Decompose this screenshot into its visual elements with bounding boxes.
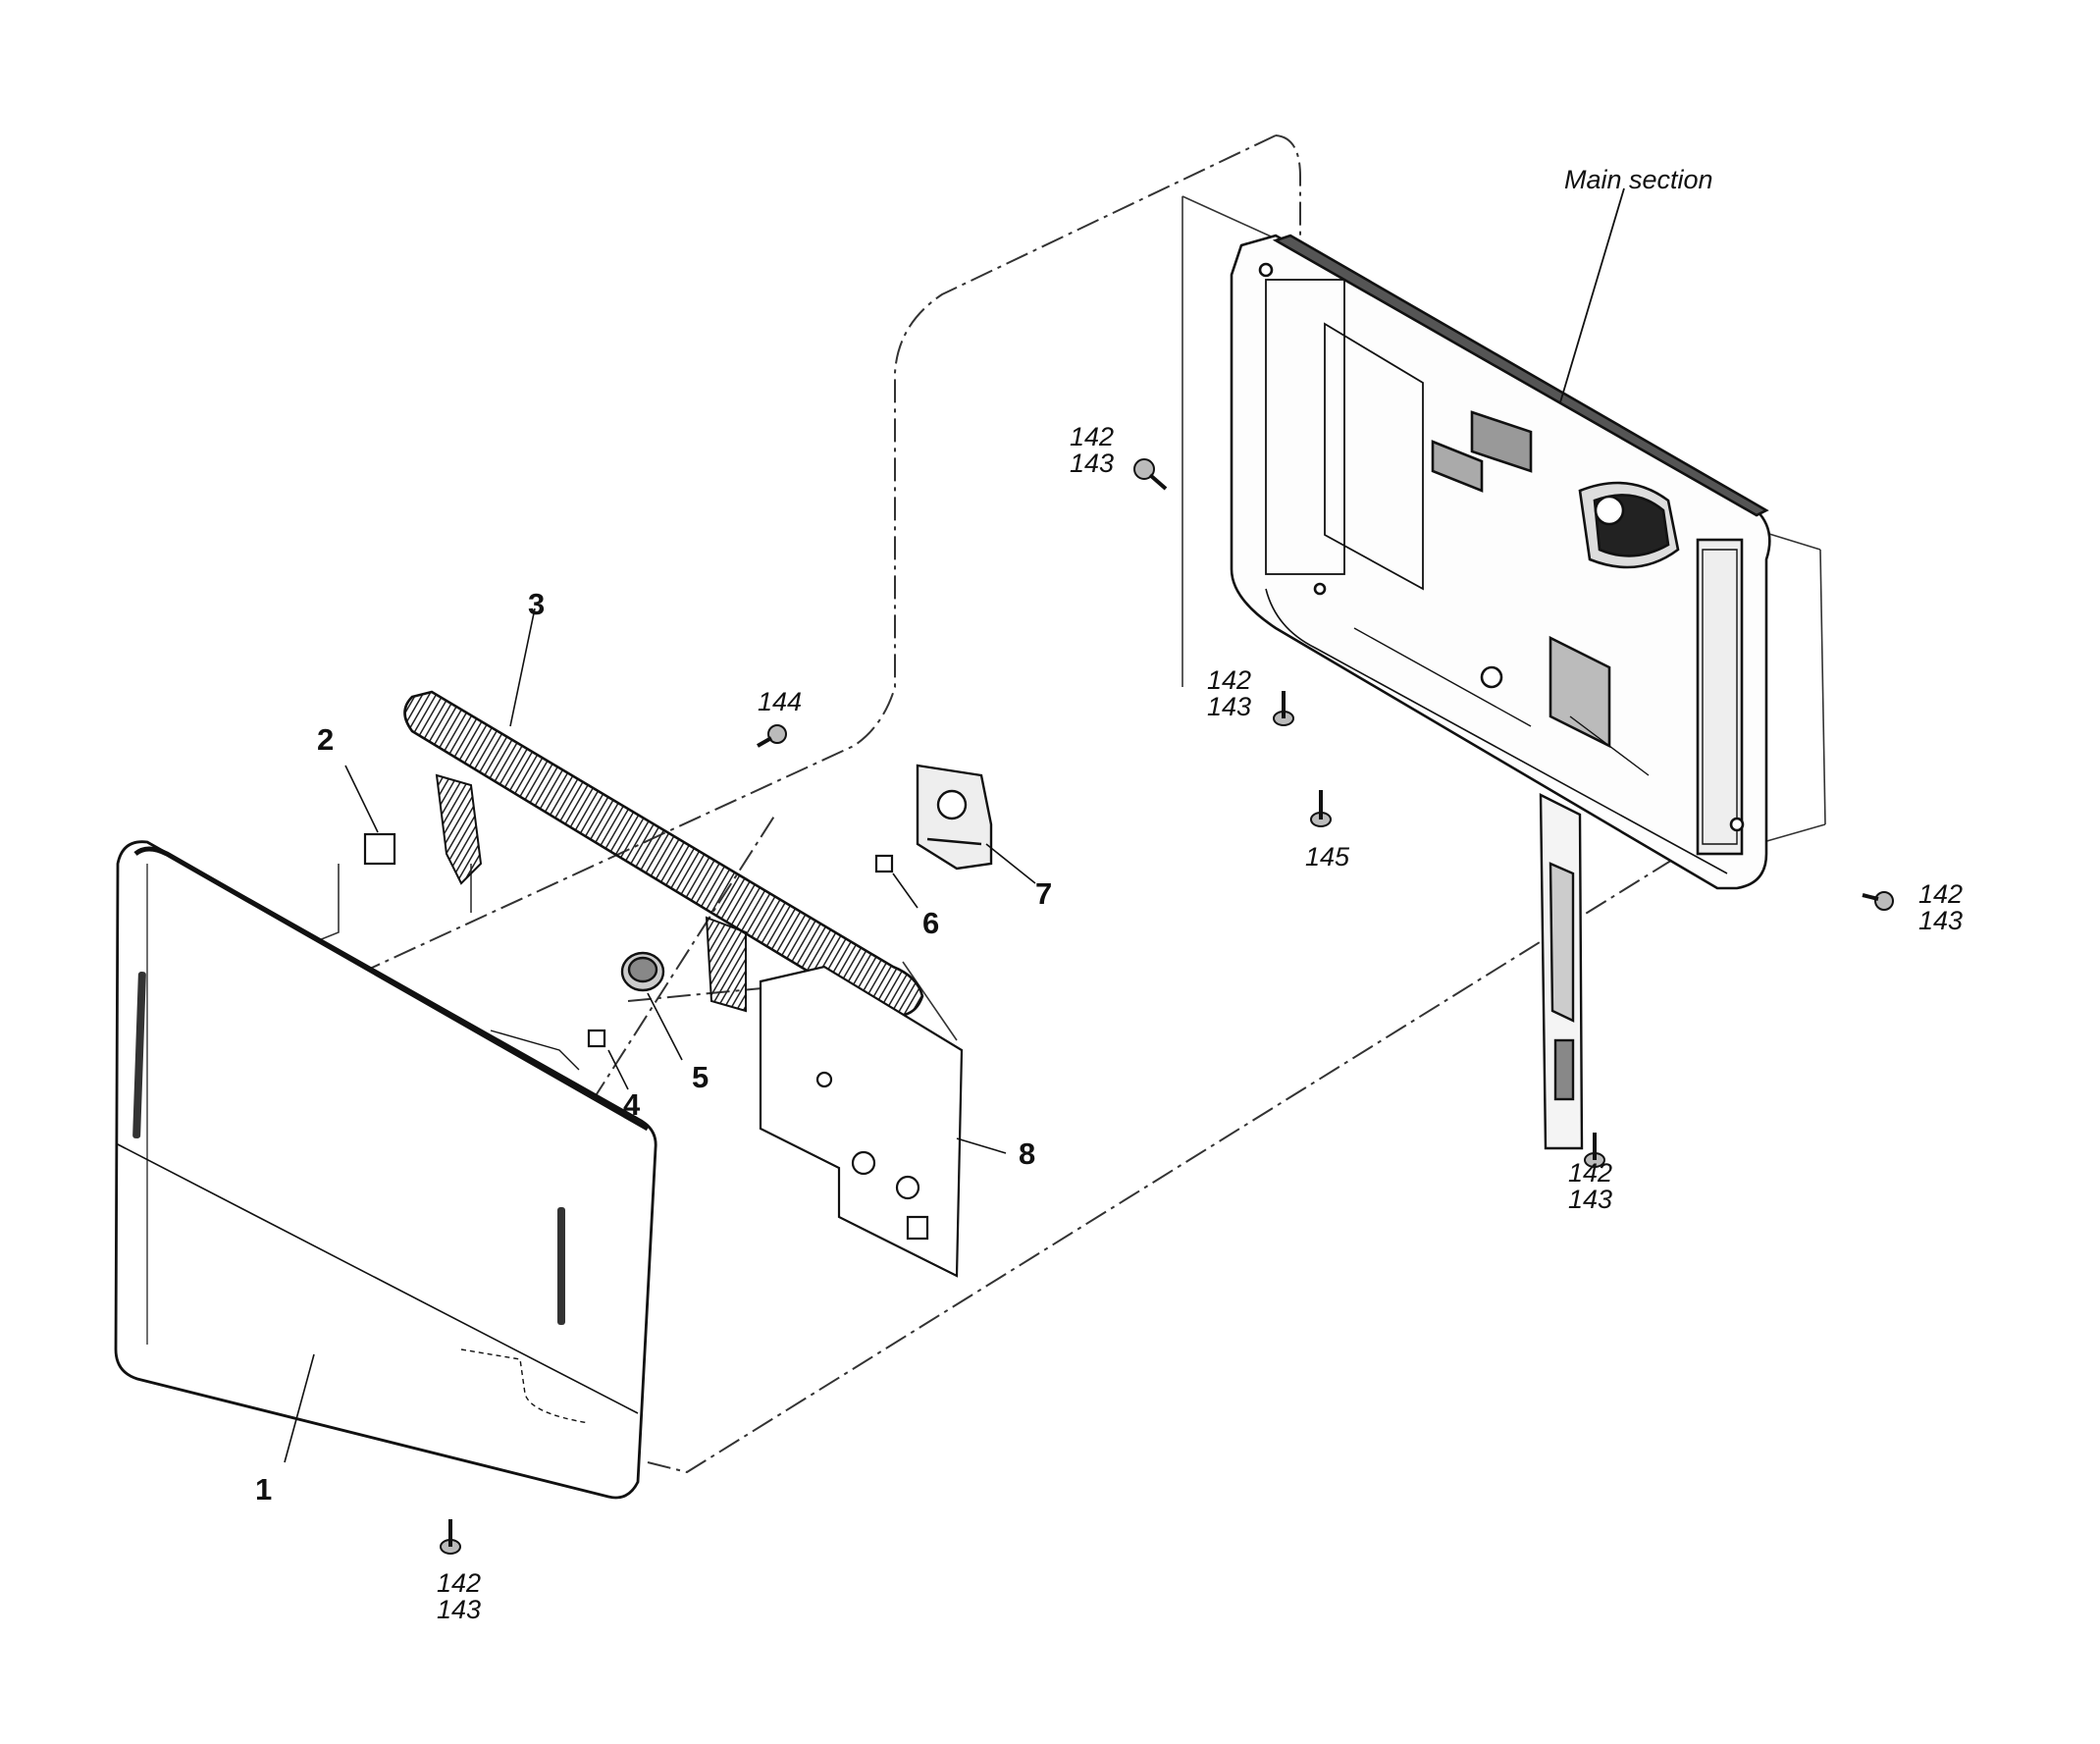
callout-2: 2 (317, 722, 335, 757)
callout-8: 8 (1019, 1136, 1036, 1171)
part-2-square (363, 832, 396, 866)
callout-7: 7 (1035, 876, 1053, 911)
screw-ref-top-left-a: 142 (1070, 422, 1115, 451)
screw-144 (757, 724, 787, 748)
small-squares (363, 832, 894, 1048)
flex-cable (1539, 793, 1584, 1150)
screw-ref-top-left-b: 143 (1070, 449, 1115, 478)
screw-ref-144: 144 (758, 687, 803, 716)
part-1-front-cover (114, 840, 657, 1500)
cover-branding-marks (132, 972, 565, 1325)
screw-ref-mid-left-b: 143 (1207, 692, 1252, 721)
part-6-leader (892, 872, 919, 909)
screw-ref-right-b: 143 (1918, 906, 1964, 935)
part-5-leader (647, 992, 683, 1061)
part-2-leader (344, 765, 379, 833)
part-5-disc (620, 951, 665, 992)
callout-3: 3 (528, 587, 546, 621)
main-section-leader (1559, 187, 1625, 403)
screw-ref-lower-right-a: 142 (1568, 1158, 1613, 1188)
callout-5: 5 (692, 1060, 709, 1094)
screw-ref-bottom-left-a: 142 (437, 1568, 482, 1598)
part-7-bracket (916, 764, 993, 871)
screw-ref-center-low: 145 (1305, 842, 1350, 872)
part-4-leader (607, 1049, 629, 1090)
screw-ref-lower-right: 142 143 (1568, 1160, 1612, 1213)
main-section-body (1230, 234, 1771, 890)
screw-ref-right-a: 142 (1918, 879, 1964, 909)
part-8-plate (759, 965, 964, 1278)
screw-bottom-left (440, 1519, 461, 1555)
main-section-label: Main section (1564, 165, 1713, 194)
part-7-leader (985, 843, 1036, 884)
screw-center-low (1310, 790, 1332, 827)
part-3-leader (509, 608, 536, 727)
callout-6: 6 (922, 906, 940, 940)
screw-right (1862, 891, 1894, 911)
screw-ref-lower-right-b: 143 (1568, 1185, 1613, 1214)
screw-ref-right: 142 143 (1918, 881, 1963, 934)
screw-ref-top-left: 142 143 (1070, 424, 1114, 477)
screw-ref-mid-left-a: 142 (1207, 665, 1252, 695)
callout-1: 1 (255, 1472, 273, 1506)
screw-ref-bottom-left: 142 143 (437, 1570, 481, 1623)
screw-lower-right (1584, 1133, 1605, 1168)
callout-4: 4 (623, 1087, 641, 1122)
part-6-square (874, 854, 894, 873)
part-4-square (587, 1029, 606, 1048)
part-1-leader (284, 1353, 315, 1463)
screws (440, 458, 1894, 1555)
part-3-bar (403, 690, 924, 1018)
screw-ref-bottom-left-b: 143 (437, 1595, 482, 1624)
screw-ref-mid-left: 142 143 (1207, 667, 1251, 720)
screw-top-left (1133, 458, 1168, 491)
part-8-leader (956, 1137, 1007, 1154)
screw-mid-left (1273, 691, 1294, 726)
